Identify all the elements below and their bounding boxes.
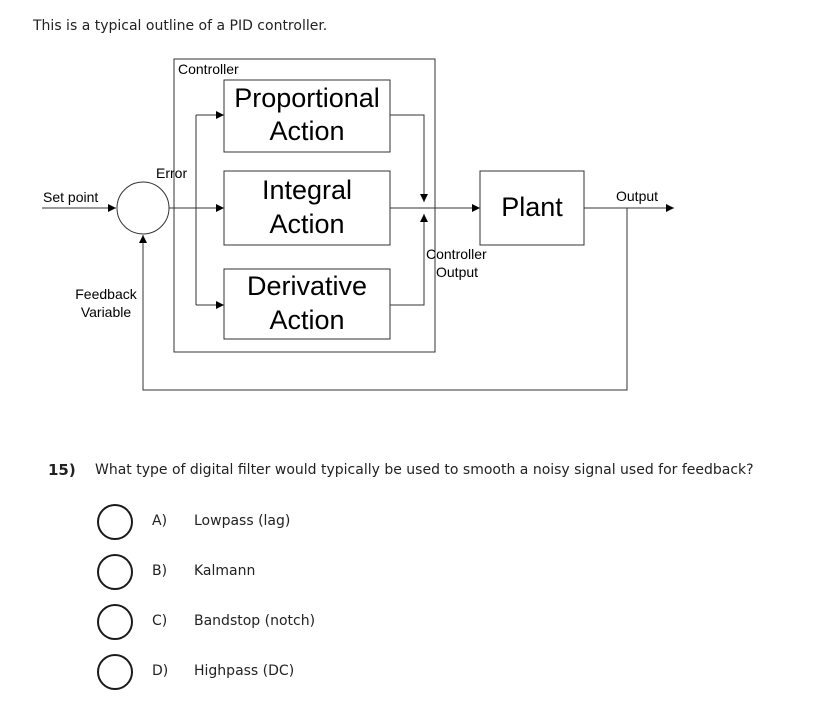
controller-box — [173, 58, 436, 353]
option-a-text: Lowpass (lag) — [194, 513, 291, 529]
proportional-label-1: Proportional — [234, 83, 380, 113]
question-text: What type of digital filter would typica… — [95, 462, 754, 478]
question-number: 15) — [48, 461, 76, 479]
summing-junction — [116, 181, 170, 235]
derivative-label-1: Derivative — [247, 271, 367, 301]
controller-output-label-2: Output — [436, 264, 478, 280]
option-d-text: Highpass (DC) — [194, 663, 295, 679]
option-d-letter: D) — [152, 663, 169, 679]
derivative-label-2: Action — [269, 305, 344, 335]
option-a-letter: A) — [152, 513, 168, 529]
proportional-label-2: Action — [269, 116, 344, 146]
proportional-block — [223, 79, 391, 153]
plant-block — [479, 170, 585, 246]
radio-d[interactable] — [97, 654, 133, 690]
integral-label-2: Action — [269, 209, 344, 239]
plant-label: Plant — [501, 192, 563, 222]
controller-output-label-1: Controller — [426, 246, 487, 262]
option-b-text: Kalmann — [194, 563, 256, 579]
output-label: Output — [616, 188, 658, 204]
option-b[interactable]: B) Kalmann — [97, 554, 417, 594]
controller-label: Controller — [178, 61, 239, 77]
option-c-letter: C) — [152, 613, 168, 629]
feedback-loop — [139, 208, 628, 391]
proportional-output — [390, 114, 428, 202]
intro-text: This is a typical outline of a PID contr… — [33, 18, 328, 34]
radio-a[interactable] — [97, 504, 133, 540]
set-point-label: Set point — [43, 189, 98, 205]
radio-c[interactable] — [97, 604, 133, 640]
feedback-label-1: Feedback — [75, 286, 137, 302]
option-b-letter: B) — [152, 563, 168, 579]
option-c[interactable]: C) Bandstop (notch) — [97, 604, 417, 644]
radio-b[interactable] — [97, 554, 133, 590]
feedback-label-2: Variable — [81, 304, 132, 320]
error-label: Error — [156, 165, 187, 181]
integral-block — [223, 170, 391, 246]
derivative-output — [390, 214, 428, 306]
option-c-text: Bandstop (notch) — [194, 613, 316, 629]
pid-diagram: Controller Proportional Action Integral … — [42, 58, 674, 391]
derivative-block — [223, 268, 391, 340]
option-a[interactable]: A) Lowpass (lag) — [97, 504, 417, 544]
integral-label-1: Integral — [262, 175, 352, 205]
option-d[interactable]: D) Highpass (DC) — [97, 654, 417, 694]
